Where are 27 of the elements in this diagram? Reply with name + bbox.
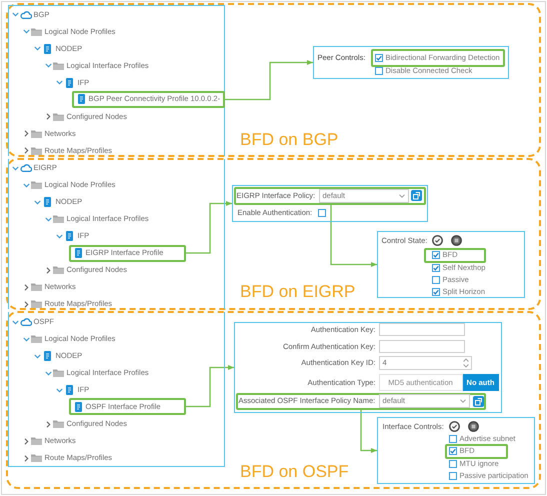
highlight-box (236, 392, 486, 410)
connector-arrow (186, 201, 232, 254)
connector-arrow (360, 410, 377, 453)
section-band (6, 311, 541, 489)
section-band (6, 158, 541, 310)
connector-arrow (225, 60, 313, 100)
settings-panel (232, 185, 428, 222)
tree-panel (8, 5, 225, 156)
connector-arrow (330, 205, 377, 267)
connector-arrow (186, 365, 234, 408)
highlight-box (68, 244, 186, 262)
section-title: BFD on BGP (240, 130, 338, 150)
settings-panel (234, 322, 502, 413)
highlight-box (72, 90, 224, 108)
tree-panel (8, 312, 225, 467)
highlight-box (424, 248, 486, 262)
section-band (6, 3, 541, 157)
settings-panel (377, 417, 535, 484)
section-title: BFD on OSPF (240, 462, 349, 482)
highlight-box (370, 48, 504, 66)
settings-panel (377, 231, 525, 298)
highlight-box (444, 444, 508, 458)
settings-panel (313, 46, 509, 79)
highlight-box (68, 398, 186, 415)
section-title: BFD on EIGRP (240, 282, 356, 302)
tree-panel (8, 159, 225, 309)
highlight-box (234, 186, 426, 204)
